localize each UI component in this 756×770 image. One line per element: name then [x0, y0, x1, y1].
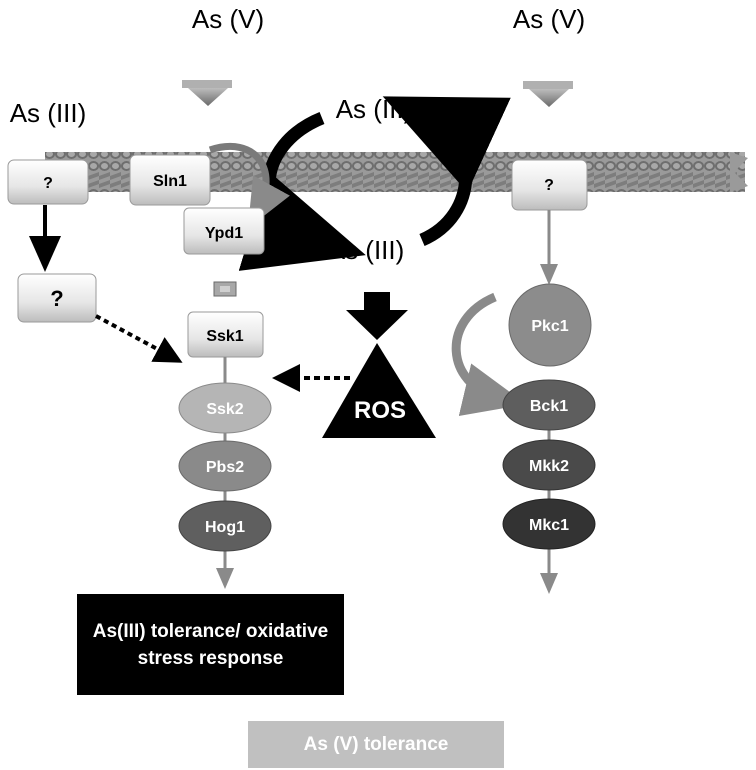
bck1-label: Bck1 — [530, 398, 568, 415]
unknown-right-label: ? — [544, 177, 554, 194]
as-iii-left-label: As (III) — [10, 98, 87, 128]
ypd1-label: Ypd1 — [205, 225, 243, 242]
ros-input-arrow — [346, 292, 408, 340]
as-iii-tolerance-line2: stress response — [137, 647, 284, 669]
as-iii-bottom-label: As (III) — [328, 235, 405, 265]
as-v-tolerance-label: As (V) tolerance — [303, 733, 449, 755]
ssk2-kinase: Ssk2 — [178, 382, 272, 434]
ssk1-box: Ssk1 — [187, 311, 264, 358]
pbs2-label: Pbs2 — [206, 459, 244, 476]
unknown-right-transporter: ? — [511, 159, 588, 211]
ypd1-box: Ypd1 — [183, 207, 265, 255]
ssk2-label: Ssk2 — [206, 401, 243, 418]
mkc1-label: Mkc1 — [529, 517, 569, 534]
bck1-kinase: Bck1 — [502, 379, 596, 431]
as-v-left-label: As (V) — [192, 4, 264, 34]
unknown-inner-protein: ? — [17, 273, 97, 323]
as-iii-efflux-arrow — [382, 96, 511, 246]
as-iii-tolerance-line1: As(III) tolerance/ oxidative — [92, 620, 329, 642]
pkc1-to-bck1-arrow — [451, 292, 527, 416]
unknown-left-transporter: ? — [7, 159, 89, 205]
pkc1-label: Pkc1 — [531, 318, 568, 335]
as-v-left-entry-arrow — [182, 80, 232, 106]
hog1-kinase: Hog1 — [178, 500, 272, 552]
pbs2-kinase: Pbs2 — [178, 440, 272, 492]
mkk2-kinase: Mkk2 — [502, 439, 596, 491]
mkk2-label: Mkk2 — [529, 458, 569, 475]
as-v-right-label: As (V) — [513, 4, 585, 34]
unknown-inner-label: ? — [50, 286, 63, 311]
hog1-label: Hog1 — [205, 519, 245, 536]
sln1-label: Sln1 — [153, 173, 187, 190]
sln1-sensor: Sln1 — [129, 154, 211, 206]
as-v-tolerance-box: As (V) tolerance — [248, 721, 504, 768]
ros-label: ROS — [354, 397, 406, 424]
unknown-to-ssk2-dotted-arrow — [95, 314, 183, 363]
ypd1-ssk1-connector — [213, 281, 237, 297]
mkc1-kinase: Mkc1 — [502, 498, 596, 550]
as-iii-tolerance-box: As(III) tolerance/ oxidative stress resp… — [77, 594, 344, 695]
pkc1-kinase: Pkc1 — [508, 283, 592, 367]
unknown-left-label: ? — [43, 175, 53, 192]
ros-triangle: ROS — [322, 343, 436, 438]
sln1-to-ypd1-arrow — [208, 142, 290, 229]
ssk1-label: Ssk1 — [206, 328, 243, 345]
as-iii-top-label: As (III) — [336, 94, 413, 124]
as-v-right-entry-arrow — [523, 81, 573, 107]
